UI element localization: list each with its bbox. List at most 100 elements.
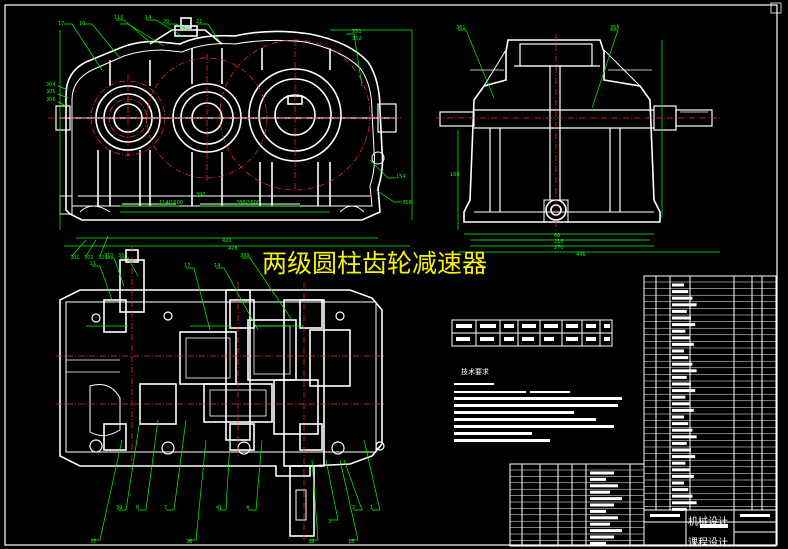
lower-parts-list-entry xyxy=(590,497,622,501)
front-view-centerlines xyxy=(48,39,402,191)
parts-list-entry xyxy=(672,461,686,465)
parts-list-entry xyxy=(672,494,693,498)
svg-text:358: 358 xyxy=(402,200,412,206)
parts-list-entry xyxy=(672,382,691,386)
svg-text:39: 39 xyxy=(116,505,122,511)
svg-text:60: 60 xyxy=(554,233,560,239)
parts-list-entry xyxy=(672,468,690,472)
svg-text:41: 41 xyxy=(216,505,222,511)
svg-text:389: 389 xyxy=(240,253,250,259)
svg-text:310: 310 xyxy=(104,253,114,259)
lower-parts-list-entry xyxy=(590,516,618,520)
parts-list-entry xyxy=(672,342,694,346)
plan-view-leaders xyxy=(86,257,381,541)
side-view-centerlines xyxy=(436,34,720,232)
parts-list-entry xyxy=(672,290,689,294)
parts-list-entry xyxy=(672,501,697,505)
front-view-leaders xyxy=(57,19,413,257)
svg-text:14: 14 xyxy=(145,15,151,21)
svg-text:20: 20 xyxy=(163,19,169,25)
parts-list-entry xyxy=(672,395,686,399)
lower-parts-list-entry xyxy=(590,522,610,526)
parts-list-entry xyxy=(672,375,687,379)
svg-text:301: 301 xyxy=(70,255,80,261)
side-view xyxy=(439,39,713,223)
lower-parts-list-entry xyxy=(590,490,610,494)
lower-parts-list-entry xyxy=(590,509,606,513)
parts-list-rows xyxy=(644,281,776,511)
svg-text:302: 302 xyxy=(84,255,94,261)
svg-text:115: 115 xyxy=(114,15,124,21)
tech-req-heading: 技术要求 xyxy=(461,368,489,376)
svg-text:16: 16 xyxy=(79,21,85,27)
parts-list-entry xyxy=(672,323,696,327)
parts-list-entry xyxy=(672,369,697,373)
parts-list-entry xyxy=(672,448,691,452)
svg-text:352: 352 xyxy=(352,36,362,42)
lower-parts-list-entry xyxy=(590,471,614,475)
svg-text:37: 37 xyxy=(90,539,96,545)
svg-text:154: 154 xyxy=(396,174,406,180)
svg-text:11: 11 xyxy=(90,261,96,267)
svg-text:288/1600: 288/1600 xyxy=(236,200,260,206)
svg-text:305: 305 xyxy=(46,89,56,95)
drawing-frame xyxy=(4,4,778,546)
svg-text:270: 270 xyxy=(554,245,564,251)
svg-text:39: 39 xyxy=(308,539,314,545)
parts-list-entry xyxy=(672,481,684,485)
svg-text:36: 36 xyxy=(186,539,192,545)
gear-parameter-table xyxy=(451,319,613,347)
parts-list-entry xyxy=(672,303,697,307)
svg-text:216: 216 xyxy=(554,239,564,245)
parts-list-entry xyxy=(672,507,687,511)
gear-table-marks xyxy=(456,324,610,341)
lower-parts-list-entry xyxy=(590,529,622,533)
parts-list-entry xyxy=(672,408,694,412)
parts-list-entry xyxy=(672,296,693,300)
svg-text:2: 2 xyxy=(352,505,355,511)
svg-text:390: 390 xyxy=(196,192,206,198)
svg-text:3: 3 xyxy=(328,519,331,525)
svg-text:478: 478 xyxy=(228,246,238,252)
parts-list-entry xyxy=(672,428,693,432)
lower-parts-list-entry xyxy=(590,541,606,545)
parts-list-entry xyxy=(672,435,697,439)
svg-text:17: 17 xyxy=(184,263,190,269)
svg-text:306: 306 xyxy=(46,97,56,103)
lower-parts-list xyxy=(509,463,645,547)
plan-view xyxy=(59,249,385,537)
svg-text:17: 17 xyxy=(58,21,64,27)
tech-req-lines xyxy=(454,383,622,442)
svg-text:381: 381 xyxy=(456,25,466,31)
svg-text:166: 166 xyxy=(450,172,460,178)
svg-text:355: 355 xyxy=(610,25,620,31)
parts-list-entry xyxy=(672,356,689,360)
lower-parts-list-entry xyxy=(590,503,614,507)
svg-text:8: 8 xyxy=(136,505,139,511)
parts-list-entry xyxy=(672,422,689,426)
front-view xyxy=(55,17,397,221)
title-block-course: 机械设计 xyxy=(688,517,728,528)
parts-list xyxy=(643,275,777,511)
plan-view-centerlines xyxy=(56,246,386,540)
parts-list-entry xyxy=(672,389,696,393)
parts-list-entry xyxy=(672,441,687,445)
lower-parts-list-rows xyxy=(510,469,644,545)
parts-list-entry xyxy=(672,455,696,459)
parts-list-entry xyxy=(672,329,686,333)
svg-text:14: 14 xyxy=(214,263,220,269)
parts-list-entry xyxy=(672,488,689,492)
svg-text:18: 18 xyxy=(348,539,354,545)
svg-text:33: 33 xyxy=(118,253,124,259)
parts-list-entry xyxy=(672,362,693,366)
title-block xyxy=(643,509,777,547)
svg-text:303: 303 xyxy=(98,255,108,261)
svg-text:351: 351 xyxy=(352,29,362,35)
svg-text:446: 446 xyxy=(576,252,586,258)
svg-text:304: 304 xyxy=(46,82,56,88)
svg-text:420: 420 xyxy=(222,238,232,244)
